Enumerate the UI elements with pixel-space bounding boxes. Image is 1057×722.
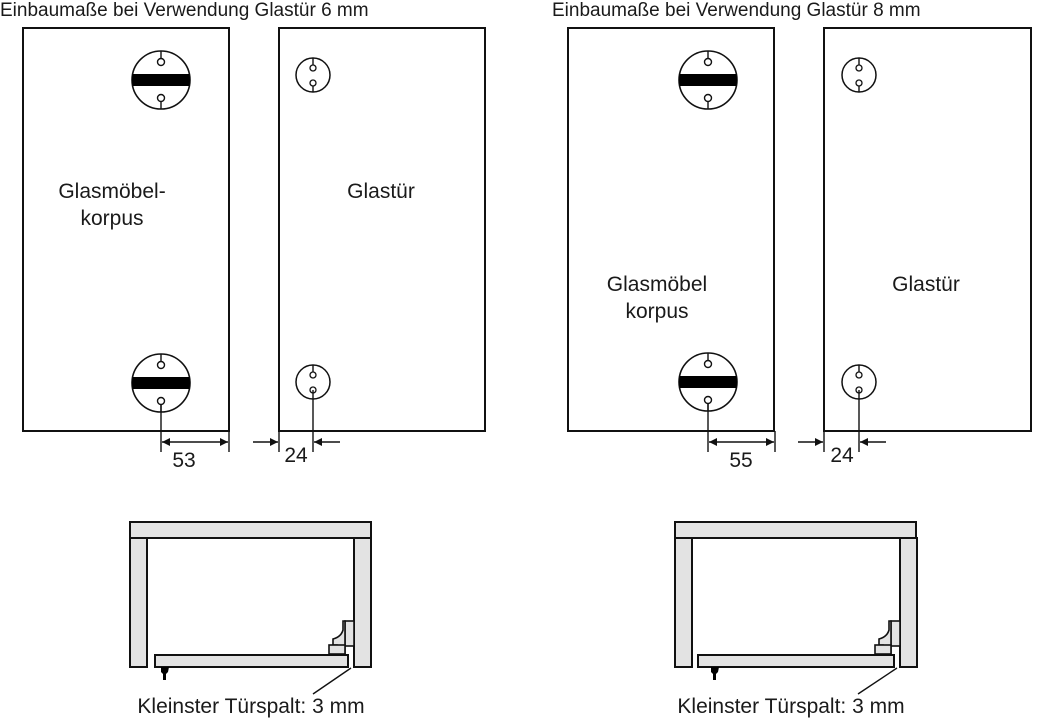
glass-door-panel: [154, 654, 349, 668]
door-knob-icon: [161, 667, 169, 680]
hinge-plate-icon: [131, 50, 191, 110]
door-knob-icon: [711, 667, 719, 680]
dimension-corpus-value: 53: [172, 449, 195, 472]
corpus-outline: [22, 27, 230, 432]
door-label: Glastür: [347, 180, 415, 203]
door-label: Glastür: [892, 273, 960, 296]
variant-title: Einbaumaße bei Verwendung Glastür 6 mm: [0, 0, 369, 21]
corpus-label-line1: Glasmöbel: [607, 273, 707, 296]
hinge-plate-icon: [678, 50, 738, 110]
hinge-plate-icon: [678, 352, 738, 412]
leader-line: [312, 667, 352, 695]
dimension-corpus-value: 55: [729, 449, 752, 472]
door-front-view: Glastür 24: [253, 27, 486, 467]
variant-title: Einbaumaße bei Verwendung Glastür 8 mm: [552, 0, 921, 21]
section-view: Kleinster Türspalt: 3 mm: [129, 521, 372, 718]
corpus-front-view: Glasmöbel korpus 55: [567, 27, 776, 472]
hinge-cup-icon: [295, 57, 331, 93]
right-side-panel: [353, 537, 372, 668]
left-side-panel: [674, 537, 693, 668]
hinge-section-icon: [328, 620, 355, 655]
dimension-door-value: 24: [284, 444, 308, 467]
top-panel: [129, 521, 372, 539]
gap-caption: Kleinster Türspalt: 3 mm: [677, 695, 904, 718]
corpus-label-line2: korpus: [625, 300, 688, 323]
corpus-outline: [567, 27, 775, 432]
corpus-label-line1: Glasmöbel-: [58, 180, 165, 203]
left-side-panel: [129, 537, 148, 668]
hinge-cup-icon: [841, 57, 877, 93]
gap-caption: Kleinster Türspalt: 3 mm: [137, 695, 364, 718]
door-outline: [278, 27, 486, 432]
dimension-door-value: 24: [830, 444, 854, 467]
right-side-panel: [899, 537, 918, 668]
door-front-view: Glastür 24: [798, 27, 1032, 467]
variant-6mm: Einbaumaße bei Verwendung Glastür 6 mm G…: [0, 0, 486, 718]
hinge-section-icon: [874, 620, 901, 655]
door-outline: [823, 27, 1032, 432]
corpus-front-view: Glasmöbel- korpus 53: [22, 27, 230, 472]
leader-line: [857, 667, 898, 695]
section-view: Kleinster Türspalt: 3 mm: [674, 521, 918, 718]
corpus-label-line2: korpus: [80, 207, 143, 230]
hinge-plate-icon: [131, 353, 191, 413]
glass-door-panel: [697, 654, 895, 668]
variant-8mm: Einbaumaße bei Verwendung Glastür 8 mm G…: [552, 0, 1032, 718]
top-panel: [674, 521, 917, 539]
